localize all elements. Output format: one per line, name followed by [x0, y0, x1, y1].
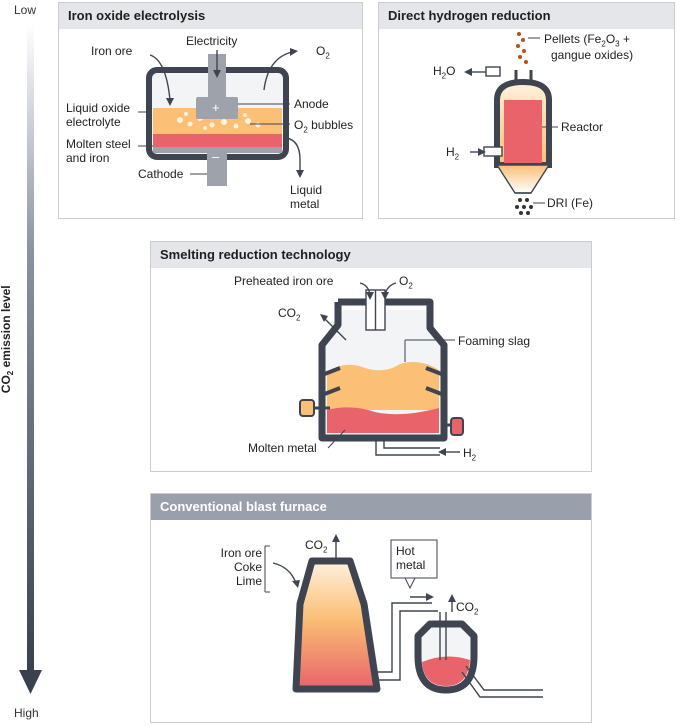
label-preheated-iron-ore: Preheated iron ore: [234, 274, 334, 288]
label-hot-metal: Hot metal: [396, 544, 426, 572]
label-dri: DRI (Fe): [547, 196, 593, 210]
panel-title: Iron oxide electrolysis: [59, 3, 362, 29]
label-cathode: Cathode: [138, 167, 184, 181]
label-iron-ore: Iron ore: [91, 44, 133, 58]
panel-title: Smelting reduction technology: [151, 242, 591, 268]
label-co2-right: CO2: [456, 600, 479, 617]
label-o2: O2: [399, 274, 413, 291]
label-electricity: Electricity: [186, 34, 238, 48]
label-gangue-oxides: gangue oxides): [551, 48, 634, 62]
axis-low-label: Low: [14, 3, 37, 17]
label-o2: O2: [316, 44, 330, 61]
label-molten-steel-iron: Molten steel and iron: [66, 137, 131, 165]
label-co2: CO2: [278, 306, 301, 323]
label-h2: H2: [446, 145, 460, 162]
axis-high-label: High: [14, 706, 39, 720]
panel-title: Conventional blast furnace: [151, 494, 591, 520]
label-pellets: Pellets (Fe2O3 +: [544, 32, 630, 49]
panel-title: Direct hydrogen reduction: [379, 3, 674, 29]
label-o2-bubbles: O2 bubbles: [294, 118, 354, 135]
label-anode: Anode: [294, 97, 329, 111]
label-inputs: Iron ore Coke Lime: [220, 546, 262, 588]
label-h2: H2: [463, 446, 477, 463]
label-liquid-oxide-electrolyte: Liquid oxide electrolyte: [66, 101, 131, 129]
label-molten-metal: Molten metal: [248, 441, 317, 455]
label-reactor: Reactor: [561, 120, 604, 134]
label-minus: –: [212, 149, 220, 164]
label-foaming-slag: Foaming slag: [458, 334, 531, 348]
label-plus: +: [212, 100, 220, 115]
label-co2-top: CO2: [305, 538, 328, 555]
label-h2o: H2O: [433, 64, 456, 81]
label-liquid-metal: Liquid metal: [290, 183, 323, 211]
